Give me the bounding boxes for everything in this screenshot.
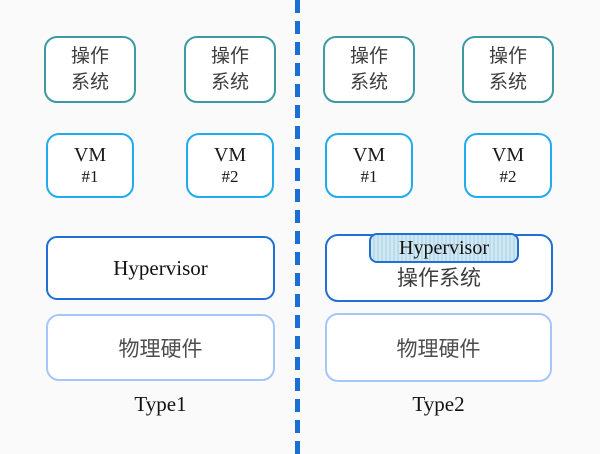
host-os-label: 操作系统 xyxy=(397,266,481,290)
type2-host-os-box: Hypervisor 操作系统 xyxy=(325,233,553,302)
physical-hardware-label: 物理硬件 xyxy=(118,336,203,361)
dashed-divider-line xyxy=(295,0,300,454)
vm-number: #2 xyxy=(221,167,239,187)
type2-guest-os-box-2: 操作 系统 xyxy=(462,36,554,103)
vm-number: #1 xyxy=(81,167,99,187)
type1-vm1-box: VM #1 xyxy=(46,133,134,198)
type1-caption: Type1 xyxy=(134,392,187,416)
vm-label: VM xyxy=(491,144,525,167)
vm-label: VM xyxy=(73,144,107,167)
vm-label: VM xyxy=(352,144,386,167)
guest-os-label-line2: 系统 xyxy=(70,71,109,93)
type2-hypervisor-badge: Hypervisor xyxy=(369,233,519,263)
type1-vm2-box: VM #2 xyxy=(186,133,274,198)
hypervisor-label: Hypervisor xyxy=(399,236,489,259)
type2-vm2-box: VM #2 xyxy=(464,133,552,198)
guest-os-label-line2: 系统 xyxy=(488,71,527,93)
guest-os-label-line1: 操作 xyxy=(70,46,109,68)
guest-os-label-line1: 操作 xyxy=(210,46,249,68)
guest-os-label-line2: 系统 xyxy=(210,71,249,93)
vm-number: #1 xyxy=(360,167,378,187)
guest-os-label-line1: 操作 xyxy=(349,46,388,68)
guest-os-label-line1: 操作 xyxy=(488,46,527,68)
physical-hardware-label: 物理硬件 xyxy=(396,336,481,361)
type1-physical-hardware-box: 物理硬件 xyxy=(46,314,275,381)
type1-guest-os-box-2: 操作 系统 xyxy=(184,36,276,103)
type2-caption: Type2 xyxy=(412,392,465,416)
type1-guest-os-box-1: 操作 系统 xyxy=(44,36,136,103)
type2-physical-hardware-box: 物理硬件 xyxy=(325,313,552,382)
vm-number: #2 xyxy=(499,167,517,187)
vm-label: VM xyxy=(213,144,247,167)
hypervisor-label: Hypervisor xyxy=(113,255,208,280)
type2-vm1-box: VM #1 xyxy=(325,133,413,198)
guest-os-label-line2: 系统 xyxy=(349,71,388,93)
type2-guest-os-box-1: 操作 系统 xyxy=(323,36,415,103)
type1-hypervisor-box: Hypervisor xyxy=(46,236,275,300)
